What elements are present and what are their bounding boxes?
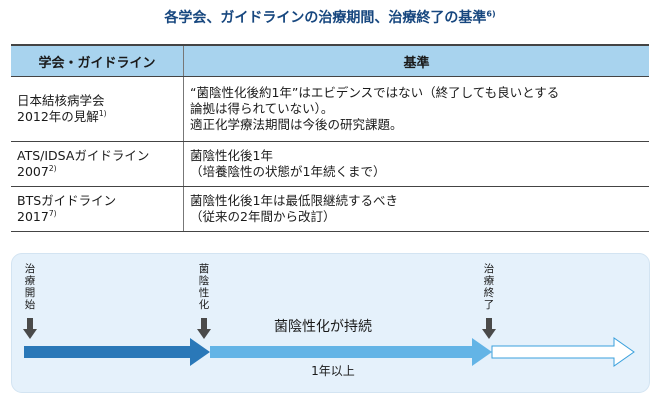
label-char: 化 (198, 299, 210, 311)
label-char: 療 (24, 275, 36, 287)
post-treatment-arrow (491, 337, 635, 367)
minimum-duration-label: 1年以上 (311, 364, 355, 378)
label-char: 了 (483, 299, 495, 311)
criteria-cell: “菌陰性化後約1年”はエビデンスではない（終了しても良いとする 論拠は得られてい… (183, 76, 649, 142)
label-char: 治 (24, 263, 36, 275)
organization-reference: 7) (48, 208, 57, 218)
organization-reference: 1) (98, 108, 107, 118)
criteria-line: （従来の2年間から改訂） (190, 209, 336, 224)
guideline-table: 学会・ガイドライン 基準 日本結核病学会 2012年の見解1) “菌陰性化後約1… (11, 44, 649, 232)
organization-reference: 2) (48, 163, 57, 173)
culture-conversion-label: 菌 陰 性 化 (197, 263, 211, 311)
organization-cell: BTSガイドライン 20177) (11, 186, 184, 232)
table-row: 日本結核病学会 2012年の見解1) “菌陰性化後約1年”はエビデンスではない（… (11, 76, 649, 142)
label-char: 開 (24, 287, 36, 299)
page-title: 各学会、ガイドラインの治療期間、治療終了の基準6) (0, 7, 660, 27)
label-char: 治 (483, 263, 495, 275)
header-criteria: 基準 (183, 44, 649, 77)
criteria-line: （培養陰性の状態が1年続くまで） (190, 164, 386, 179)
header-organization: 学会・ガイドライン (11, 44, 184, 77)
treatment-start-label: 治 療 開 始 (23, 263, 37, 311)
label-char: 性 (198, 287, 210, 299)
treatment-end-label: 治 療 終 了 (482, 263, 496, 311)
label-char: 菌 (198, 263, 210, 275)
sustained-negative-label: 菌陰性化が持続 (274, 319, 372, 335)
title-text: 各学会、ガイドラインの治療期間、治療終了の基準 (164, 10, 487, 26)
organization-year-text: 2012年の見解 (17, 109, 99, 124)
organization-name: 日本結核病学会 (17, 93, 105, 108)
organization-name: ATS/IDSAガイドライン (17, 148, 150, 163)
down-arrow-icon (23, 318, 37, 339)
sustained-negative-arrow (210, 338, 492, 366)
down-arrow-icon (197, 318, 211, 339)
label-char: 始 (24, 299, 36, 311)
down-arrow-icon (482, 318, 496, 339)
criteria-cell: 菌陰性化後1年 （培養陰性の状態が1年続くまで） (183, 141, 649, 187)
organization-cell: ATS/IDSAガイドライン 20072) (11, 141, 184, 187)
title-reference: 6) (486, 9, 496, 19)
label-char: 陰 (198, 275, 210, 287)
organization-year-text: 2007 (17, 164, 49, 179)
label-char: 終 (483, 287, 495, 299)
label-char: 療 (483, 275, 495, 287)
organization-year-text: 2017 (17, 209, 49, 224)
pre-conversion-arrow (24, 338, 210, 366)
criteria-cell: 菌陰性化後1年は最低限継続するべき （従来の2年間から改訂） (183, 186, 649, 232)
criteria-line: “菌陰性化後約1年”はエビデンスではない（終了しても良いとする (190, 85, 560, 100)
organization-cell: 日本結核病学会 2012年の見解1) (11, 76, 184, 142)
table-row: BTSガイドライン 20177) 菌陰性化後1年は最低限継続するべき （従来の2… (11, 186, 649, 232)
timeline-arrows (24, 337, 635, 367)
organization-year: 2012年の見解1) (17, 109, 177, 125)
criteria-line: 菌陰性化後1年は最低限継続するべき (190, 193, 398, 208)
table-header-row: 学会・ガイドライン 基準 (11, 44, 649, 77)
treatment-timeline: 治 療 開 始 菌 陰 性 化 治 療 終 了 菌陰性化が持続 1年以上 (11, 253, 650, 393)
criteria-line: 論拠は得られていない）。 (190, 101, 334, 116)
criteria-line: 適正化学療法期間は今後の研究課題。 (190, 117, 403, 132)
organization-name: BTSガイドライン (17, 193, 117, 208)
organization-year: 20072) (17, 164, 177, 180)
organization-year: 20177) (17, 209, 177, 225)
table-row: ATS/IDSAガイドライン 20072) 菌陰性化後1年 （培養陰性の状態が1… (11, 141, 649, 187)
criteria-line: 菌陰性化後1年 (190, 148, 273, 163)
